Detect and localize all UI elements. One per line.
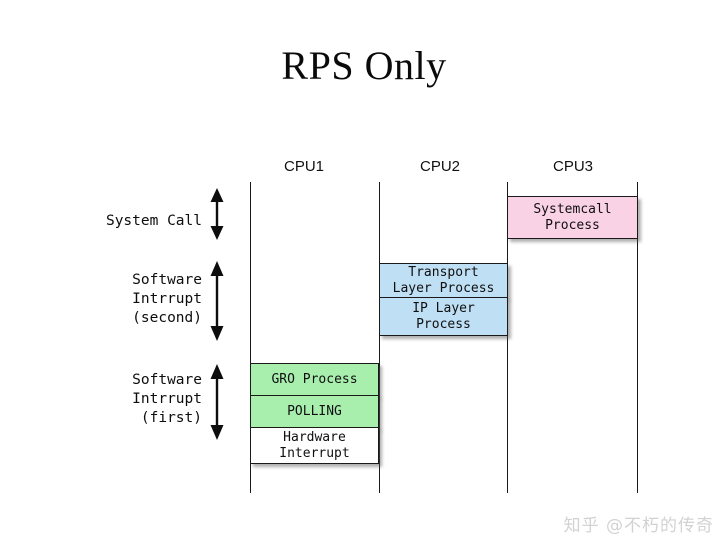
page-title: RPS Only xyxy=(281,43,447,88)
column-header-cpu2: CPU2 xyxy=(419,158,460,175)
stage-arrow-softirq-first xyxy=(210,364,224,440)
timeline-line-cpu1-left xyxy=(250,182,251,493)
timeline-line-cpu1-right xyxy=(379,182,380,493)
stage-arrow-softirq-second xyxy=(210,261,224,341)
process-box-systemcall-process[interactable]: Systemcall Process xyxy=(507,196,638,239)
stage-label-softirq-first: Software Intrrupt (first) xyxy=(132,372,202,426)
process-box-gro-process[interactable]: GRO Process xyxy=(250,363,379,396)
timeline-line-cpu3-right xyxy=(637,182,638,493)
column-header-cpu3: CPU3 xyxy=(552,158,593,175)
column-header-cpu1: CPU1 xyxy=(283,158,324,175)
process-box-hardware-interrupt[interactable]: Hardware Interrupt xyxy=(250,427,379,464)
process-box-ip-layer-process[interactable]: IP Layer Process xyxy=(379,297,508,336)
process-box-transport-layer-process[interactable]: Transport Layer Process xyxy=(379,263,508,298)
stage-arrow-system-call xyxy=(210,188,224,240)
timeline-line-cpu2-right xyxy=(507,182,508,493)
zhihu-watermark: 知乎 @不朽的传奇 xyxy=(563,516,714,536)
process-box-polling[interactable]: POLLING xyxy=(250,395,379,428)
stage-label-system-call: System Call xyxy=(105,213,202,229)
stage-label-softirq-second: Software Intrrupt (second) xyxy=(132,272,202,326)
